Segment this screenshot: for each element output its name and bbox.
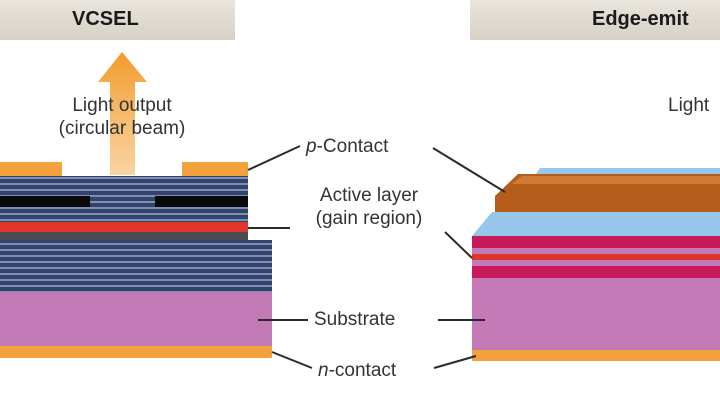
edge-substrate xyxy=(472,278,720,350)
edge-p-contact-highlight xyxy=(512,176,720,184)
edge-magenta-layer-top xyxy=(472,236,720,248)
vcsel-bottom-mirror xyxy=(0,240,272,292)
vcsel-header-bar: VCSEL xyxy=(0,0,235,40)
vcsel-p-contact-right xyxy=(182,162,248,176)
n-contact-label: n-contact xyxy=(318,359,396,382)
n-contact-leader-left xyxy=(271,351,313,369)
n-contact-suffix: -contact xyxy=(328,360,397,381)
edge-pink-layer-2 xyxy=(472,260,720,266)
vcsel-spacer-layer xyxy=(0,232,248,240)
light-output-label: Light output (circular beam) xyxy=(38,94,206,140)
edge-magenta-layer-bottom xyxy=(472,266,720,278)
light-right-label: Light xyxy=(668,95,710,116)
p-contact-leader-right xyxy=(432,147,506,193)
p-contact-prefix: p xyxy=(306,136,317,157)
edge-pink-layer xyxy=(472,248,720,254)
vcsel-p-contact-left xyxy=(0,162,62,176)
p-contact-label: p-Contact xyxy=(306,135,388,158)
n-contact-leader-right xyxy=(433,355,477,369)
edge-emitter-title: Edge-emit xyxy=(592,8,689,30)
edge-emitter-structure xyxy=(472,168,720,361)
p-contact-suffix: -Contact xyxy=(316,136,389,157)
vcsel-oxide-layer-right xyxy=(155,196,248,207)
callout-leader-lines xyxy=(247,145,506,369)
vcsel-oxide-layer-left xyxy=(0,196,90,207)
vcsel-title: VCSEL xyxy=(72,8,139,30)
edge-top-cladding xyxy=(536,168,720,174)
light-output-line1: Light output xyxy=(72,95,172,116)
edge-n-contact xyxy=(472,350,720,361)
active-layer-line1: Active layer xyxy=(319,185,419,206)
edge-emitter-header-bar: Edge-emit xyxy=(470,0,720,40)
vcsel-active-layer xyxy=(0,222,248,232)
edge-upper-cladding xyxy=(472,212,720,236)
active-layer-label: Active layer (gain region) xyxy=(288,184,450,230)
active-layer-line2: (gain region) xyxy=(315,208,423,229)
light-output-arrow-icon xyxy=(98,52,147,175)
vcsel-substrate xyxy=(0,292,272,346)
n-contact-prefix: n xyxy=(318,360,329,381)
substrate-label: Substrate xyxy=(314,309,396,330)
light-output-line2: (circular beam) xyxy=(58,118,186,139)
vcsel-structure xyxy=(0,52,272,358)
active-leader-right xyxy=(444,231,473,259)
edge-active-layer xyxy=(472,254,720,260)
vcsel-n-contact xyxy=(0,346,272,358)
p-contact-leader-left xyxy=(247,145,301,171)
